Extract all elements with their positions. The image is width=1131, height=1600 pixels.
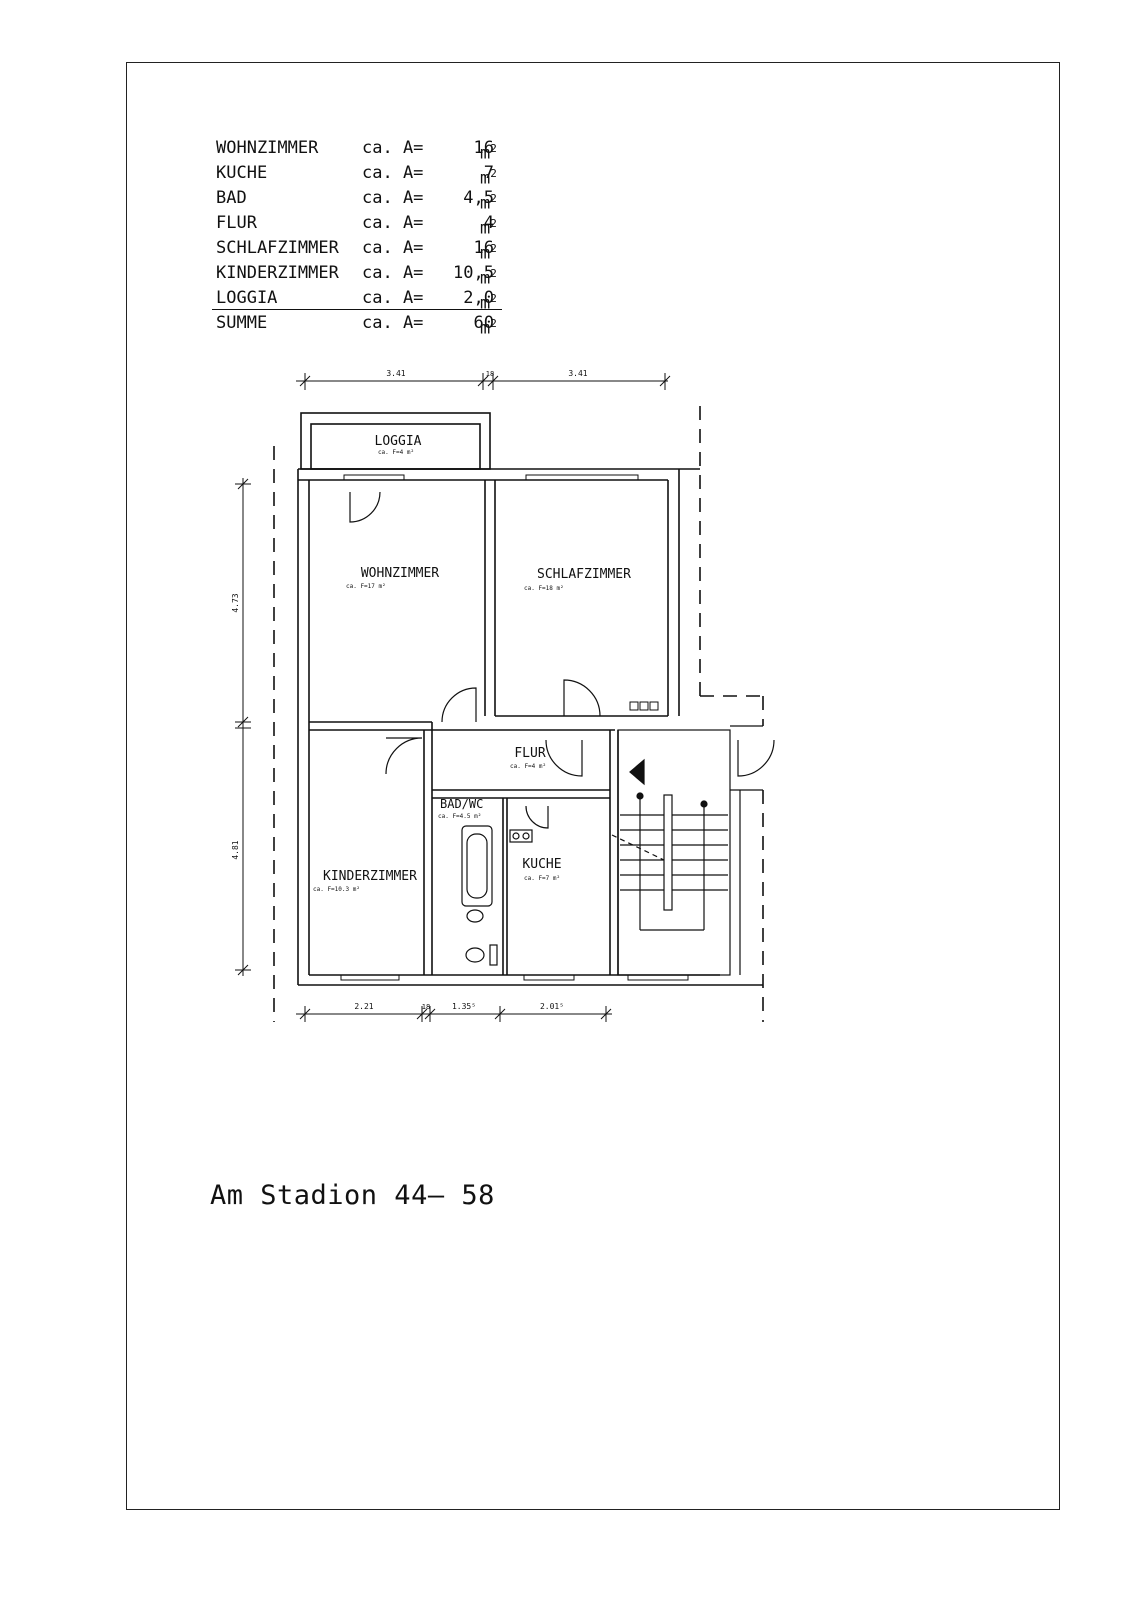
room-area-flur: ca. F=4 m² bbox=[510, 763, 546, 770]
outer-walls bbox=[297, 468, 763, 986]
room-area-wohnzimmer: ca. F=17 m² bbox=[346, 583, 386, 590]
area-unit: m2 bbox=[480, 311, 497, 342]
approx-label: ca. A= bbox=[362, 288, 424, 308]
dim-top-right: 3.41 bbox=[568, 369, 587, 378]
dim-bottom-2: 18 bbox=[422, 1003, 430, 1011]
dim-left-lower: 4.81 bbox=[231, 840, 240, 859]
room-label-kueche: KUCHE bbox=[522, 857, 561, 872]
unit-base: m bbox=[480, 293, 491, 314]
dimension-left bbox=[235, 478, 251, 976]
area-value: 4 bbox=[483, 213, 494, 233]
room-label-schlafzimmer: SCHLAFZIMMER bbox=[537, 567, 631, 582]
room-name: BAD bbox=[216, 188, 247, 208]
unit-exponent: 2 bbox=[490, 167, 497, 180]
unit-base: m bbox=[480, 243, 491, 264]
chimney-vents bbox=[629, 701, 659, 711]
area-value: 7 bbox=[483, 163, 494, 183]
area-unit: m2 bbox=[480, 136, 497, 167]
room-area-schlafzimmer: ca. F=18 m² bbox=[524, 585, 564, 592]
drawing-frame bbox=[126, 62, 1060, 1510]
room-name: SUMME bbox=[216, 313, 268, 333]
room-name: FLUR bbox=[216, 213, 257, 233]
dim-top-mid: 18 bbox=[486, 370, 494, 378]
unit-base: m bbox=[480, 268, 491, 289]
area-unit: m2 bbox=[480, 161, 497, 192]
room-label-wohnzimmer: WOHNZIMMER bbox=[361, 566, 439, 581]
unit-exponent: 2 bbox=[490, 142, 497, 155]
total-underline bbox=[212, 309, 502, 310]
room-name: LOGGIA bbox=[216, 288, 278, 308]
area-unit: m2 bbox=[480, 236, 497, 267]
room-name: KUCHE bbox=[216, 163, 268, 183]
dimension-top bbox=[296, 373, 671, 390]
approx-label: ca. A= bbox=[362, 188, 424, 208]
unit-exponent: 2 bbox=[490, 242, 497, 255]
area-value: 16 bbox=[473, 238, 494, 258]
unit-exponent: 2 bbox=[490, 192, 497, 205]
area-value: 60 bbox=[473, 313, 494, 333]
area-unit: m2 bbox=[480, 286, 497, 317]
room-name: SCHLAFZIMMER bbox=[216, 238, 339, 258]
room-area-kueche: ca. F=7 m² bbox=[524, 875, 560, 882]
area-value: 2,0 bbox=[463, 288, 494, 308]
dim-top-left: 3.41 bbox=[386, 369, 405, 378]
area-value: 4,5 bbox=[463, 188, 494, 208]
area-unit: m2 bbox=[480, 211, 497, 242]
room-name: KINDERZIMMER bbox=[216, 263, 339, 283]
unit-base: m bbox=[480, 143, 491, 164]
dim-bottom-1: 2.21 bbox=[354, 1002, 373, 1011]
room-label-flur: FLUR bbox=[514, 746, 545, 761]
room-area-loggia: ca. F=4 m² bbox=[378, 449, 414, 456]
outline-dashed bbox=[273, 406, 764, 1022]
unit-base: m bbox=[480, 318, 491, 339]
area-value: 10,5 bbox=[453, 263, 494, 283]
approx-label: ca. A= bbox=[362, 238, 424, 258]
unit-exponent: 2 bbox=[490, 292, 497, 305]
doors bbox=[349, 491, 775, 829]
approx-label: ca. A= bbox=[362, 163, 424, 183]
room-area-kinderzimmer: ca. F=10.3 m² bbox=[313, 886, 360, 893]
area-unit: m2 bbox=[480, 186, 497, 217]
unit-base: m bbox=[480, 168, 491, 189]
area-unit: m2 bbox=[480, 261, 497, 292]
bath-fixtures bbox=[461, 825, 533, 966]
unit-exponent: 2 bbox=[490, 217, 497, 230]
interior-walls bbox=[309, 480, 668, 975]
approx-label: ca. A= bbox=[362, 313, 424, 333]
unit-exponent: 2 bbox=[490, 317, 497, 330]
dim-bottom-4: 2.01⁵ bbox=[540, 1002, 564, 1011]
dimension-bottom bbox=[296, 1006, 612, 1022]
windows bbox=[340, 474, 689, 981]
dim-bottom-3: 1.35⁵ bbox=[452, 1002, 476, 1011]
unit-base: m bbox=[480, 193, 491, 214]
room-label-kinderzimmer: KINDERZIMMER bbox=[323, 869, 417, 884]
dim-left-upper: 4.73 bbox=[231, 593, 240, 612]
room-label-loggia: LOGGIA bbox=[375, 434, 422, 449]
unit-base: m bbox=[480, 218, 491, 239]
approx-label: ca. A= bbox=[362, 213, 424, 233]
unit-exponent: 2 bbox=[490, 267, 497, 280]
approx-label: ca. A= bbox=[362, 263, 424, 283]
stairwell bbox=[611, 725, 763, 976]
room-label-bad: BAD/WC bbox=[440, 797, 483, 811]
room-name: WOHNZIMMER bbox=[216, 138, 319, 158]
approx-label: ca. A= bbox=[362, 138, 424, 158]
address-caption: Am Stadion 44– 58 bbox=[210, 1180, 495, 1211]
area-value: 16 bbox=[473, 138, 494, 158]
room-area-bad: ca. F=4.5 m² bbox=[438, 813, 481, 820]
